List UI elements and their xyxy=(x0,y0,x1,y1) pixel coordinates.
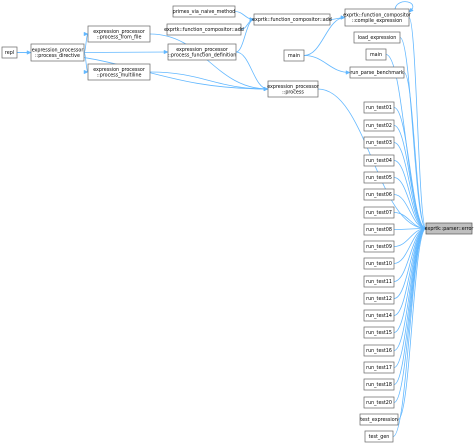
edge-test_gen-to-parser_error xyxy=(392,226,427,437)
node-label: run_test09 xyxy=(366,244,392,250)
node-label: run_test12 xyxy=(366,296,392,302)
node-run-test10[interactable]: run_test10 xyxy=(363,257,395,270)
node-run-test17[interactable]: run_test17 xyxy=(363,361,395,374)
edge-ep_process_function_definition-to-ep_process xyxy=(235,51,269,92)
node-label: repl xyxy=(5,50,14,56)
node-label: run_test15 xyxy=(366,330,392,336)
node-label: run_test14 xyxy=(366,313,392,319)
node-run-test07[interactable]: run_test07 xyxy=(363,206,395,219)
node-run-test11[interactable]: run_test11 xyxy=(363,275,395,288)
node-ep-process-function-definition[interactable]: expression_processor::process_function_d… xyxy=(167,43,237,61)
node-run-test15[interactable]: run_test15 xyxy=(363,326,395,339)
edge-ep_process_directive-to-ep_process_function_definition xyxy=(83,49,169,55)
edge-main_a-to-run_parse_benchmark xyxy=(303,55,351,75)
node-run-test12[interactable]: run_test12 xyxy=(363,292,395,305)
node-label: expression_processor xyxy=(93,67,145,73)
node-label: run_test17 xyxy=(366,365,392,371)
node-ep-process-multiline[interactable]: expression_processor::process_multiline xyxy=(87,63,151,81)
node-label: run_parse_benchmark xyxy=(350,70,404,76)
node-label: ::compile_expression xyxy=(352,18,402,24)
node-run-test02[interactable]: run_test02 xyxy=(363,119,395,132)
node-label: run_test05 xyxy=(366,175,392,181)
edge-ep_process_directive-to-ep_process_from_file xyxy=(83,31,89,53)
node-ep-process[interactable]: expression_processor::process xyxy=(267,80,319,98)
edge-ep_process_multiline-to-ep_process xyxy=(149,71,269,92)
edge-ep_process_from_file-to-ep_process xyxy=(149,33,269,92)
node-run-test16[interactable]: run_test16 xyxy=(363,344,395,357)
node-label: load_expression xyxy=(358,35,397,41)
node-primes-via-naive-method[interactable]: primes_via_naive_method xyxy=(172,5,236,18)
node-fc-add[interactable]: exprtk::function_compositor::add xyxy=(252,13,332,26)
node-label: run_test07 xyxy=(366,210,392,216)
node-label: run_test02 xyxy=(366,123,392,129)
node-label: exprtk::function_compositor::add xyxy=(164,27,244,33)
node-run-test20[interactable]: run_test20 xyxy=(363,396,395,409)
node-run-test14[interactable]: run_test14 xyxy=(363,309,395,322)
node-label: main xyxy=(370,52,382,58)
node-label: expression_processor xyxy=(93,29,145,35)
node-run-parse-benchmark[interactable]: run_parse_benchmark xyxy=(349,66,405,79)
node-run-test09[interactable]: run_test09 xyxy=(363,240,395,253)
node-test-expression[interactable]: test_expression xyxy=(359,413,399,426)
node-run-test06[interactable]: run_test06 xyxy=(363,188,395,201)
node-fc-add-free[interactable]: exprtk::function_compositor::add xyxy=(164,23,244,36)
node-parser-error[interactable]: exprtk::parser::error xyxy=(425,222,474,235)
node-label: ::process_function_definition xyxy=(168,52,237,58)
node-label: run_test04 xyxy=(366,158,392,164)
edge-layer xyxy=(16,1,427,437)
node-label: run_test06 xyxy=(366,192,392,198)
node-main-a[interactable]: main xyxy=(283,49,305,62)
node-run-test03[interactable]: run_test03 xyxy=(363,136,395,149)
node-label: ::process_directive xyxy=(35,53,80,59)
edge-fc_add_free-to-fc_add xyxy=(240,17,255,30)
edge-fc_compile_expression-to-parser_error xyxy=(408,17,427,231)
node-label: run_test01 xyxy=(366,105,392,111)
edge-ep_process_directive-to-ep_process_multiline xyxy=(83,52,89,75)
node-run-test18[interactable]: run_test18 xyxy=(363,378,395,391)
node-repl[interactable]: repl xyxy=(1,46,18,59)
node-label: ::process xyxy=(282,89,304,95)
node-load-expression[interactable]: load_expression xyxy=(353,31,401,44)
node-label: run_test03 xyxy=(366,140,392,146)
node-label: test_expression xyxy=(360,417,398,423)
node-label: ::process_from_file xyxy=(97,34,142,40)
node-label: run_test16 xyxy=(366,348,392,354)
node-label: exprtk::function_compositor::add xyxy=(252,17,332,23)
edge-main_a-to-fc_compile_expression xyxy=(303,15,346,56)
node-label: primes_via_naive_method xyxy=(173,9,235,15)
node-label: expression_processor xyxy=(267,84,319,90)
node-label: run_test10 xyxy=(366,261,392,267)
node-label: test_gen xyxy=(369,434,390,440)
node-label: main xyxy=(288,53,300,59)
node-main-b[interactable]: main xyxy=(365,48,387,61)
node-label: expression_processor xyxy=(176,47,228,53)
node-run-test01[interactable]: run_test01 xyxy=(363,101,395,114)
node-label: run_test11 xyxy=(366,279,392,285)
node-run-test08[interactable]: run_test08 xyxy=(363,223,395,236)
node-label: run_test20 xyxy=(366,400,392,406)
edge-fc_compile_expression-to-fc_compile_expression xyxy=(394,1,414,13)
node-label: run_test18 xyxy=(366,382,392,388)
node-label: ::process_multiline xyxy=(97,72,142,78)
node-layer: replexpression_processor::process_direct… xyxy=(1,5,474,443)
node-ep-process-directive[interactable]: expression_processor::process_directive xyxy=(30,43,85,62)
node-label: exprtk::function_compositor xyxy=(343,13,410,19)
node-label: expression_processor xyxy=(32,48,84,54)
node-fc-compile-expression[interactable]: exprtk::function_compositor::compile_exp… xyxy=(343,8,411,27)
node-label: run_test08 xyxy=(366,227,392,233)
node-ep-process-from-file[interactable]: expression_processor::process_from_file xyxy=(87,25,151,43)
node-run-test04[interactable]: run_test04 xyxy=(363,154,395,167)
node-run-test05[interactable]: run_test05 xyxy=(363,171,395,184)
node-label: exprtk::parser::error xyxy=(425,226,474,232)
edge-run_test20-to-parser_error xyxy=(393,226,427,403)
node-test-gen[interactable]: test_gen xyxy=(364,430,394,443)
